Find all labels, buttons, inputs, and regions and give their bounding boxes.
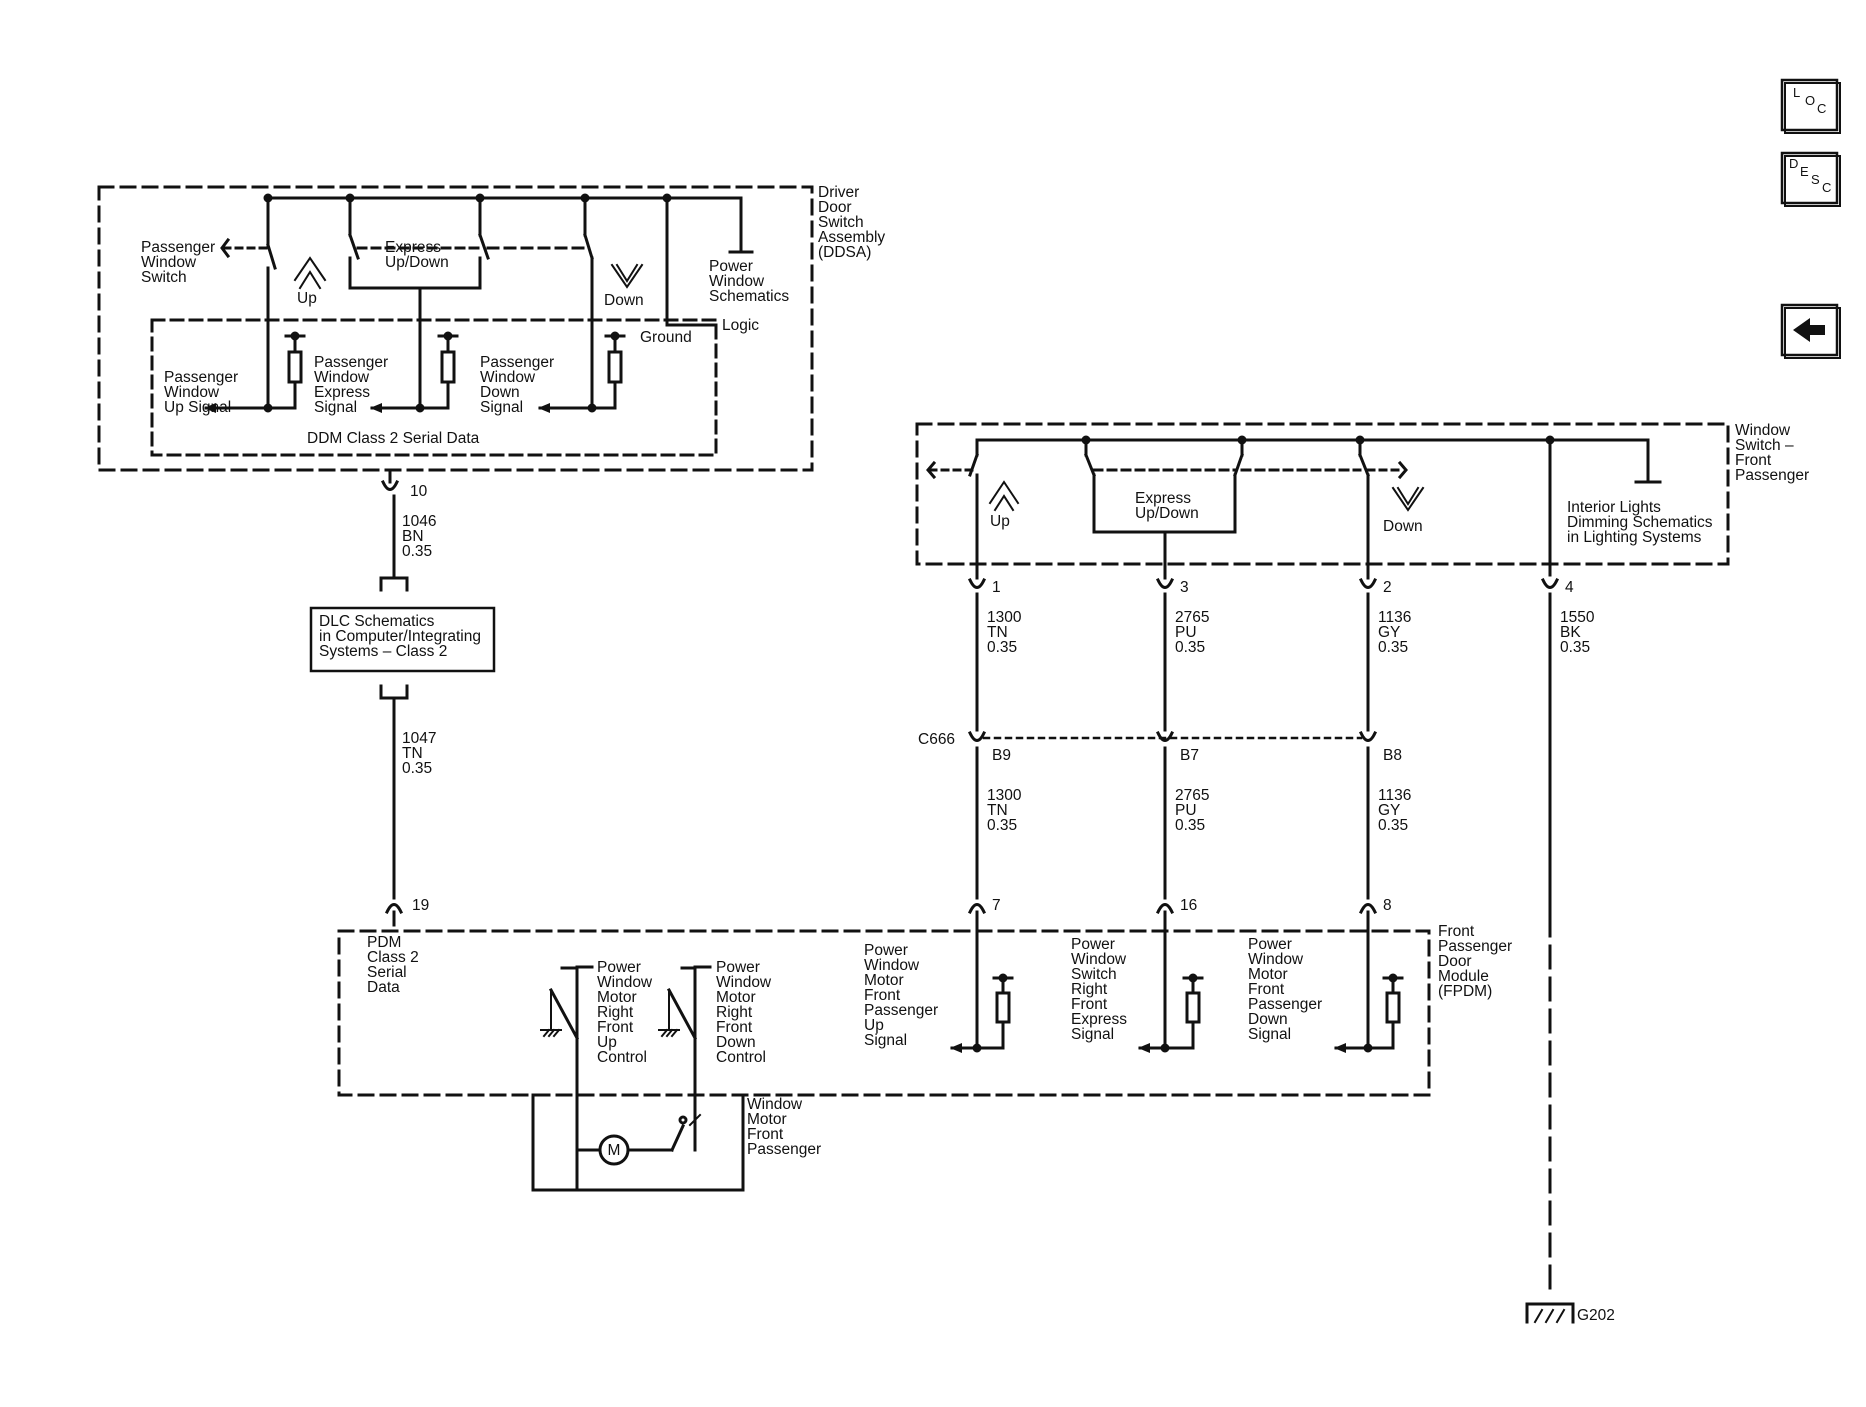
wsfp-up-label: Up	[990, 513, 1010, 530]
up-label: Up	[297, 290, 317, 307]
fpdm-pin-2: 7	[992, 897, 1001, 914]
ground-label: Ground	[640, 329, 692, 346]
ground-icon	[1533, 1308, 1566, 1324]
fpdm-pin-3: 16	[1180, 897, 1197, 914]
loc-letter-2: C	[1817, 101, 1826, 116]
serial-data-label: DDM Class 2 Serial Data	[307, 430, 480, 447]
connector-pin-2: B7	[1180, 747, 1199, 764]
desc-letter-0: D	[1789, 156, 1798, 171]
back-button[interactable]	[1780, 303, 1841, 359]
loc-button[interactable]	[1780, 78, 1841, 134]
fpdm-outline	[337, 929, 1431, 1097]
wsfp-pin-2: 3	[1180, 579, 1189, 596]
connector-pin-1: B9	[992, 747, 1011, 764]
ddsa-outline	[97, 185, 814, 472]
loc-letter-1: O	[1805, 93, 1815, 108]
desc-letter-2: S	[1811, 172, 1820, 187]
wsfp-down-label: Down	[1383, 518, 1423, 535]
ddsa-pin: 10	[410, 483, 428, 500]
loc-letter-0: L	[1793, 85, 1800, 100]
logic-label: Logic	[722, 317, 759, 334]
wsfp-outline	[915, 422, 1730, 566]
down-label: Down	[604, 292, 644, 309]
fpdm-pin-19: 19	[412, 897, 429, 914]
up-arrows-icon	[293, 256, 327, 290]
left-arrow-icon	[1793, 318, 1825, 342]
desc-letter-3: C	[1822, 180, 1831, 195]
wsfp-pin-1: 1	[992, 579, 1001, 596]
ground-g202-label: G202	[1577, 1307, 1615, 1324]
down-arrows-icon	[610, 263, 644, 289]
wsfp-pin-4: 4	[1565, 579, 1574, 596]
dlc-box[interactable]	[309, 606, 496, 673]
connector-pin-3: B8	[1383, 747, 1402, 764]
wsfp-pin-3: 2	[1383, 579, 1392, 596]
connector-name: C666	[918, 731, 955, 748]
desc-button[interactable]	[1780, 151, 1841, 207]
motor-symbol-label: M	[608, 1142, 621, 1159]
desc-letter-1: E	[1800, 164, 1809, 179]
fpdm-pin-4: 8	[1383, 897, 1392, 914]
down-arrows-icon	[1391, 486, 1425, 512]
logic-outline	[150, 318, 718, 457]
up-arrows-icon	[988, 480, 1020, 512]
